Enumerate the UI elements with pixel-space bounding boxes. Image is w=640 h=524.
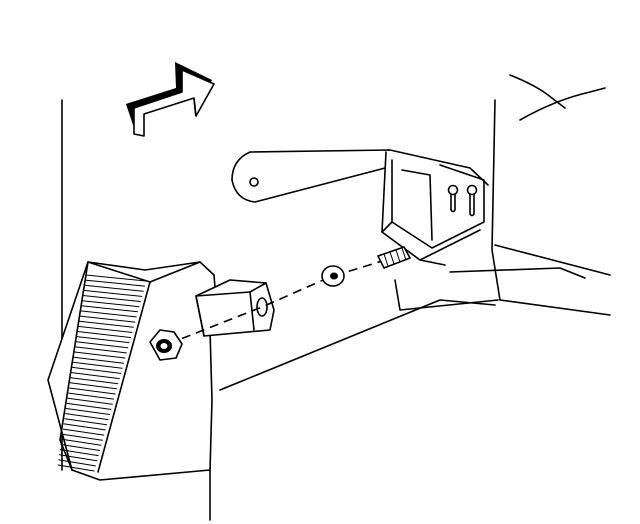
forward-direction-arrow bbox=[126, 62, 215, 137]
tread-rib bbox=[59, 449, 99, 457]
install-axis-line bbox=[167, 257, 393, 345]
tread-rib bbox=[68, 392, 115, 400]
threaded-stud bbox=[377, 246, 411, 269]
tread-rib bbox=[74, 346, 127, 354]
tread-rib bbox=[77, 325, 133, 333]
tread-rib bbox=[80, 310, 137, 318]
tread-rib bbox=[58, 459, 96, 467]
tread-rib bbox=[72, 361, 123, 369]
nut bbox=[149, 329, 183, 361]
tread-rib bbox=[82, 295, 141, 302]
tread-rib bbox=[66, 402, 112, 410]
bracket-fastener-slots bbox=[447, 184, 478, 217]
tread-rib bbox=[62, 433, 103, 441]
tread-rib bbox=[69, 382, 117, 390]
tread-rib bbox=[84, 284, 144, 292]
tread-rib bbox=[74, 351, 126, 359]
tread-rib bbox=[61, 438, 102, 446]
tread-rib bbox=[81, 300, 140, 308]
pedal-pad bbox=[47, 261, 217, 481]
tread-rib bbox=[59, 454, 98, 462]
tread-rib bbox=[64, 418, 108, 426]
tread-rib bbox=[63, 423, 106, 431]
tread-rib bbox=[71, 366, 122, 374]
tread-rib bbox=[77, 331, 131, 338]
tread-rib bbox=[68, 387, 116, 395]
keyhole-slot-right bbox=[466, 184, 478, 217]
mounting-bracket bbox=[231, 149, 489, 266]
tread-rib bbox=[65, 413, 109, 421]
tread-rib bbox=[81, 305, 139, 313]
tread-rib bbox=[75, 341, 129, 349]
keyhole-slot-left bbox=[447, 184, 459, 213]
tread-rib bbox=[73, 356, 124, 364]
washer bbox=[321, 265, 345, 287]
tread-rib bbox=[84, 279, 146, 287]
tread-rib bbox=[60, 444, 101, 451]
tread-rib bbox=[79, 315, 136, 323]
tread-rib bbox=[67, 397, 113, 405]
pedal-tread-ribs bbox=[57, 274, 147, 472]
tread-rib bbox=[71, 372, 120, 380]
tread-rib bbox=[62, 428, 105, 436]
tread-rib bbox=[57, 464, 95, 472]
tread-rib bbox=[85, 274, 147, 282]
tread-rib bbox=[65, 408, 110, 415]
tread-rib bbox=[70, 377, 119, 385]
tread-rib bbox=[78, 320, 134, 328]
tread-rib bbox=[76, 336, 130, 344]
tread-rib bbox=[83, 289, 143, 297]
